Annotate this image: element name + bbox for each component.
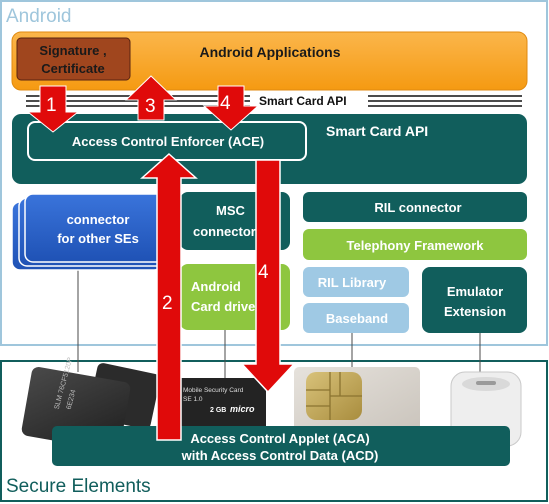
card-driver-label-1: Android — [191, 279, 241, 294]
access-control-applet: Access Control Applet (ACA) with Access … — [52, 426, 510, 466]
arrow-4-top-number: 4 — [220, 93, 231, 114]
arrow-4-top: 4 — [202, 85, 260, 131]
sd-card-label-1: Mobile Security Card — [183, 387, 244, 394]
smart-card-api-label: Smart Card API — [326, 123, 428, 139]
connector-lines — [77, 270, 481, 380]
ril-connector: RIL connector — [303, 192, 527, 222]
arrow-4-bottom: 4 — [240, 159, 296, 394]
signature-certificate-box: Signature , Certificate — [16, 37, 131, 81]
arrow-2-number: 2 — [162, 293, 173, 314]
api-divider-label: Smart Card API — [259, 94, 347, 108]
sim-card-image — [294, 367, 420, 437]
arrow-2: 2 — [140, 152, 198, 441]
telephony-label: Telephony Framework — [346, 238, 484, 253]
emulator-extension: Emulator Extension — [422, 267, 527, 333]
access-control-enforcer: Access Control Enforcer (ACE) — [27, 121, 307, 161]
certificate-label: Certificate — [41, 61, 105, 76]
aca-label-2: with Access Control Data (ACD) — [181, 448, 379, 463]
arrow-3-number: 3 — [145, 96, 156, 117]
baseband-label: Baseband — [326, 311, 388, 326]
android-applications-bar: Android Applications — [11, 31, 528, 91]
msc-label-1: MSC — [216, 203, 246, 218]
emulator-label-1: Emulator — [447, 284, 503, 299]
arrow-4-bottom-number: 4 — [258, 262, 269, 283]
arrow-1-number: 1 — [46, 95, 57, 116]
ace-label: Access Control Enforcer (ACE) — [72, 134, 264, 149]
aca-label-1: Access Control Applet (ACA) — [190, 431, 369, 446]
secure-elements-label: Secure Elements — [6, 476, 151, 497]
android-applications-label: Android Applications — [199, 44, 340, 60]
signature-label: Signature , — [39, 43, 106, 58]
msc-label-2: connector — [193, 224, 256, 239]
ril-connector-label: RIL connector — [374, 200, 461, 215]
connector-other-ses: connector for other SEs — [11, 193, 176, 271]
api-divider-label-bg — [250, 91, 368, 110]
ril-library-label: RIL Library — [318, 275, 387, 290]
arrow-3: 3 — [124, 75, 178, 121]
card-driver-label-2: Card driver — [191, 299, 260, 314]
sd-card-label-4: micro — [230, 404, 255, 414]
sd-card-label-3: 2 GB — [210, 407, 226, 414]
ril-library: RIL Library — [303, 267, 409, 297]
connector-other-label-1: connector — [67, 212, 130, 227]
baseband: Baseband — [303, 303, 409, 333]
emulator-label-2: Extension — [444, 304, 506, 319]
connector-other-label-2: for other SEs — [57, 231, 139, 246]
arrow-1: 1 — [26, 85, 80, 133]
telephony-framework: Telephony Framework — [303, 229, 527, 260]
sd-card-label-2: SE 1.0 — [183, 396, 203, 403]
android-region-label: Android — [6, 6, 72, 27]
